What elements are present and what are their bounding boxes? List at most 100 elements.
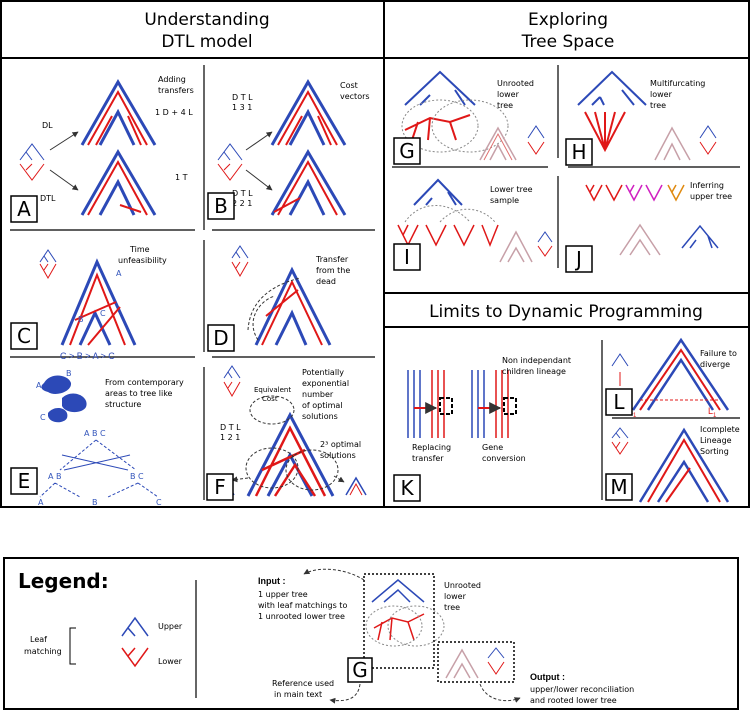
panel-d: Transfer from the dead D [207, 245, 350, 352]
panel-f-caption-2: exponential [302, 379, 349, 388]
panel-b: D T L 1 3 1 D T L 2 2 1 Cost vectors B [207, 79, 370, 220]
legend: Legend: Leaf matching Upper Lower Input … [18, 568, 634, 705]
legend-leaf-matching-2: matching [24, 647, 62, 656]
legend-upper: Upper [158, 622, 183, 631]
panel-l: L1 L1 Failure to diverge L [605, 337, 737, 419]
legend-input-line-2: with leaf matchings to [258, 601, 347, 610]
dtl-title-line2: DTL model [161, 32, 252, 52]
panel-a-caption-1: Adding [158, 75, 186, 84]
panel-k-gene-1: Gene [482, 443, 503, 452]
panel-k-replacing-1: Replacing [412, 443, 451, 452]
panel-k-caption-1: Non independant [502, 356, 571, 365]
panel-e-root: A B C [84, 429, 106, 438]
panel-g-caption-3: tree [497, 101, 513, 110]
legend-letter: G [352, 658, 368, 682]
panel-j-caption-1: Inferring [690, 181, 724, 190]
panel-l-caption-1: Failure to [700, 349, 737, 358]
panel-c-order: C > B > A > C [60, 351, 115, 361]
panel-a-dl: DL [42, 121, 53, 130]
panel-k-caption-2: children lineage [502, 367, 566, 376]
panel-c-node-b: B [78, 315, 84, 324]
panel-d-caption-1: Transfer [315, 255, 349, 264]
panel-k-replacing-2: transfer [412, 454, 444, 463]
panel-e-letter: E [18, 469, 31, 493]
panel-m: Icomplete Lineage Sorting M [605, 425, 740, 503]
panel-e-caption-2: areas to tree like [105, 389, 173, 398]
panel-i-caption-1: Lower tree [490, 185, 533, 194]
panel-a-letter: A [17, 197, 31, 221]
legend-unrooted-3: tree [444, 603, 460, 612]
panel-f-caption-1: Potentially [302, 368, 344, 377]
panel-a-dtl: DTL [40, 194, 56, 203]
legend-unrooted-2: lower [444, 592, 467, 601]
panel-c-caption-2: unfeasibility [118, 256, 167, 265]
panel-f-equiv-1: Equivalent [254, 386, 291, 394]
panel-j-caption-2: upper tree [690, 192, 732, 201]
panel-c-node-a: A [116, 269, 122, 278]
panel-l-caption-2: diverge [700, 360, 730, 369]
panel-e-leaf-c: C [156, 498, 162, 507]
panel-m-caption-2: Lineage [700, 436, 732, 445]
panel-l-l1-right: L1 [708, 406, 717, 419]
panel-f-optimal-1: 2³ optimal [320, 440, 361, 449]
tree-space-title-line1: Exploring [528, 10, 608, 30]
dtl-title-line1: Understanding [144, 10, 269, 30]
panel-b-vec-top-vals: 1 3 1 [232, 103, 252, 112]
legend-input-line-3: 1 unrooted lower tree [258, 612, 345, 621]
panel-g-caption-2: lower [497, 90, 520, 99]
panel-d-letter: D [213, 326, 228, 350]
panel-m-caption-3: Sorting [700, 447, 729, 456]
panel-f-equiv-2: Cost [262, 395, 278, 403]
panel-c-caption-1: Time [129, 245, 150, 254]
panel-a-cost-top: 1 D + 4 L [155, 108, 193, 117]
panel-e-right-node: B C [130, 472, 144, 481]
panel-d-caption-2: from the [316, 266, 350, 275]
panel-h-caption-2: lower [650, 90, 673, 99]
panel-g-caption-1: Unrooted [497, 79, 534, 88]
panel-f-vec-vals: 1 2 1 [220, 433, 240, 442]
panel-e-left-node: A B [48, 472, 62, 481]
legend-input-line-1: 1 upper tree [258, 590, 308, 599]
legend-output-line-2: and rooted lower tree [530, 696, 617, 705]
panel-k-letter: K [400, 476, 414, 500]
panel-f: Equivalent Cost D T L 1 2 1 Potentially … [206, 365, 367, 501]
panel-f-caption-5: solutions [302, 412, 338, 421]
panel-h-letter: H [571, 140, 586, 164]
panel-f-letter: F [214, 475, 226, 499]
panel-f-vec-head: D T L [220, 423, 241, 432]
panel-a: DL DTL Adding transfers 1 D + 4 L 1 T A [10, 75, 194, 223]
legend-reference-1: Reference used [272, 679, 334, 688]
panel-f-optimal-2: solutions [320, 451, 356, 460]
legend-title: Legend: [18, 569, 109, 593]
panel-i-letter: I [404, 245, 410, 269]
panel-c-letter: C [17, 324, 31, 348]
panel-i: Lower tree sample I [393, 178, 553, 271]
panel-g: Unrooted lower tree G [393, 70, 545, 165]
panel-b-caption-2: vectors [340, 92, 370, 101]
panel-h-caption-3: tree [650, 101, 666, 110]
panel-e-leaf-a: A [38, 498, 44, 507]
panel-e-area-c: C [40, 413, 46, 422]
panel-i-caption-2: sample [490, 196, 519, 205]
legend-output-line-1: upper/lower reconciliation [530, 685, 634, 694]
legend-reference-2: in main text [274, 690, 322, 699]
dtl-section-frame [0, 0, 385, 508]
tree-space-title-line2: Tree Space [521, 32, 615, 52]
panel-j-letter: J [574, 247, 582, 271]
panel-c-node-c: C [100, 309, 106, 318]
panel-m-caption-1: Icomplete [700, 425, 740, 434]
panel-e-caption-1: From contemporary [105, 378, 184, 387]
panel-c: A B C C > B > A > C Time unfeasibility C [10, 245, 167, 361]
panel-j: Inferring upper tree J [565, 181, 732, 273]
panel-b-vec-top-head: D T L [232, 93, 253, 102]
legend-lower: Lower [158, 657, 183, 666]
panel-l-letter: L [613, 390, 625, 414]
legend-leaf-matching-1: Leaf [30, 635, 47, 644]
panel-h-caption-1: Multifurcating [650, 79, 705, 88]
legend-unrooted-1: Unrooted [444, 581, 481, 590]
legend-input-head: Input : [258, 576, 286, 586]
panel-b-caption-1: Cost [340, 81, 358, 90]
panel-a-caption-2: transfers [158, 86, 194, 95]
legend-frame [3, 557, 739, 710]
panel-b-letter: B [214, 194, 228, 218]
